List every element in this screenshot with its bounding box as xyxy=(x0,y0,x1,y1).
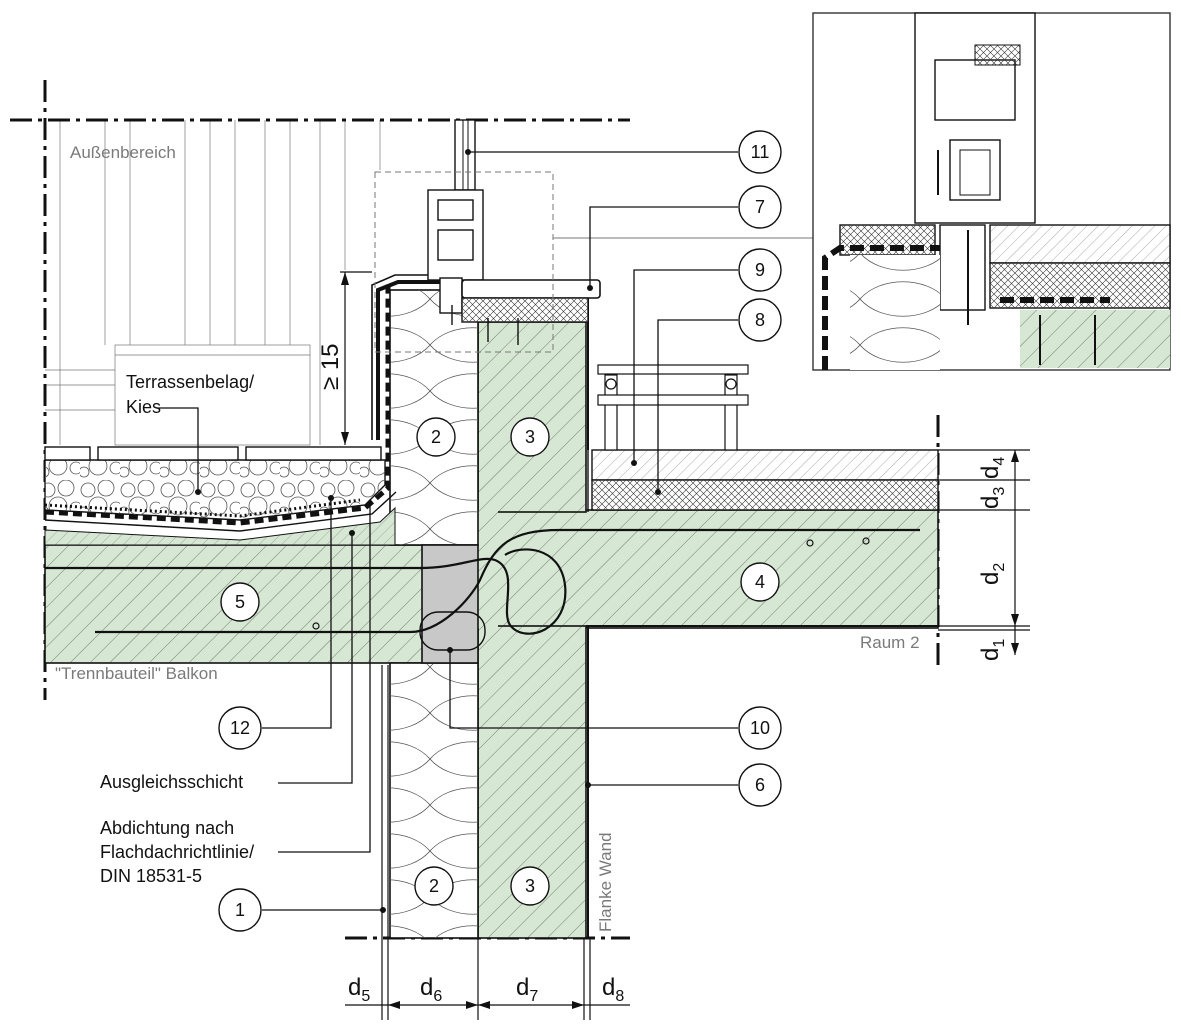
svg-text:10: 10 xyxy=(750,718,770,738)
interior-table xyxy=(597,364,749,451)
reinforcement xyxy=(45,528,920,635)
label-abdichtung-1: Abdichtung nach xyxy=(100,818,234,838)
planter-box xyxy=(114,344,311,446)
svg-text:9: 9 xyxy=(755,260,765,280)
dim-d2: d2 xyxy=(977,563,1008,585)
waterproofing xyxy=(44,282,391,526)
inset-detail xyxy=(812,12,1171,371)
svg-text:1: 1 xyxy=(235,900,245,920)
terrace-pavers xyxy=(44,446,382,461)
leader-lines xyxy=(158,151,738,911)
dim-d6: d6 xyxy=(420,974,442,1005)
label-aussenbereich: Außenbereich xyxy=(70,143,176,162)
label-terrassenbelag: Terrassenbelag/ xyxy=(126,372,254,392)
thermal-break-element xyxy=(421,544,479,664)
svg-text:7: 7 xyxy=(755,197,765,217)
window-sill xyxy=(461,279,601,299)
dim-d5: d5 xyxy=(348,974,370,1005)
label-ausgleichsschicht: Ausgleichsschicht xyxy=(100,772,243,792)
svg-text:11: 11 xyxy=(751,142,770,162)
svg-text:2: 2 xyxy=(429,876,439,896)
marker-11: 11 xyxy=(738,130,782,174)
marker-9: 9 xyxy=(738,248,782,292)
marker-7: 7 xyxy=(738,185,782,229)
dim-d3: d3 xyxy=(977,487,1008,509)
marker-3-lower: 3 xyxy=(510,866,550,906)
marker-12: 12 xyxy=(218,706,262,750)
label-kies: Kies xyxy=(126,397,161,417)
marker-2-upper: 2 xyxy=(416,417,456,457)
dim-d4: d4 xyxy=(977,457,1008,479)
label-height-min: ≥ 15 xyxy=(317,343,344,390)
label-abdichtung-3: DIN 18531-5 xyxy=(100,866,202,886)
svg-text:8: 8 xyxy=(755,310,765,330)
svg-text:5: 5 xyxy=(235,592,245,612)
dim-d8: d8 xyxy=(602,974,624,1005)
marker-5: 5 xyxy=(220,582,260,622)
label-flanke-wand: Flanke Wand xyxy=(596,832,615,932)
railing-lines xyxy=(45,120,381,445)
svg-text:6: 6 xyxy=(755,775,765,795)
label-abdichtung-2: Flachdachrichtlinie/ xyxy=(100,842,254,862)
marker-8: 8 xyxy=(738,298,782,342)
marker-3-upper: 3 xyxy=(510,417,550,457)
label-raum2: Raum 2 xyxy=(860,633,920,652)
svg-text:3: 3 xyxy=(525,427,535,447)
svg-text:4: 4 xyxy=(755,572,765,592)
marker-10: 10 xyxy=(738,706,782,750)
marker-1: 1 xyxy=(218,888,262,932)
dimension-arrows xyxy=(341,272,1019,1009)
svg-text:2: 2 xyxy=(431,427,441,447)
label-trennbauteil: "Trennbauteil" Balkon xyxy=(55,664,218,683)
marker-6: 6 xyxy=(738,763,782,807)
svg-text:12: 12 xyxy=(230,718,250,738)
marker-2-lower: 2 xyxy=(414,866,454,906)
dim-d1: d1 xyxy=(977,639,1008,661)
detail-marker-box xyxy=(374,171,554,353)
svg-text:3: 3 xyxy=(525,876,535,896)
dim-d7: d7 xyxy=(516,974,538,1005)
marker-4: 4 xyxy=(740,562,780,602)
